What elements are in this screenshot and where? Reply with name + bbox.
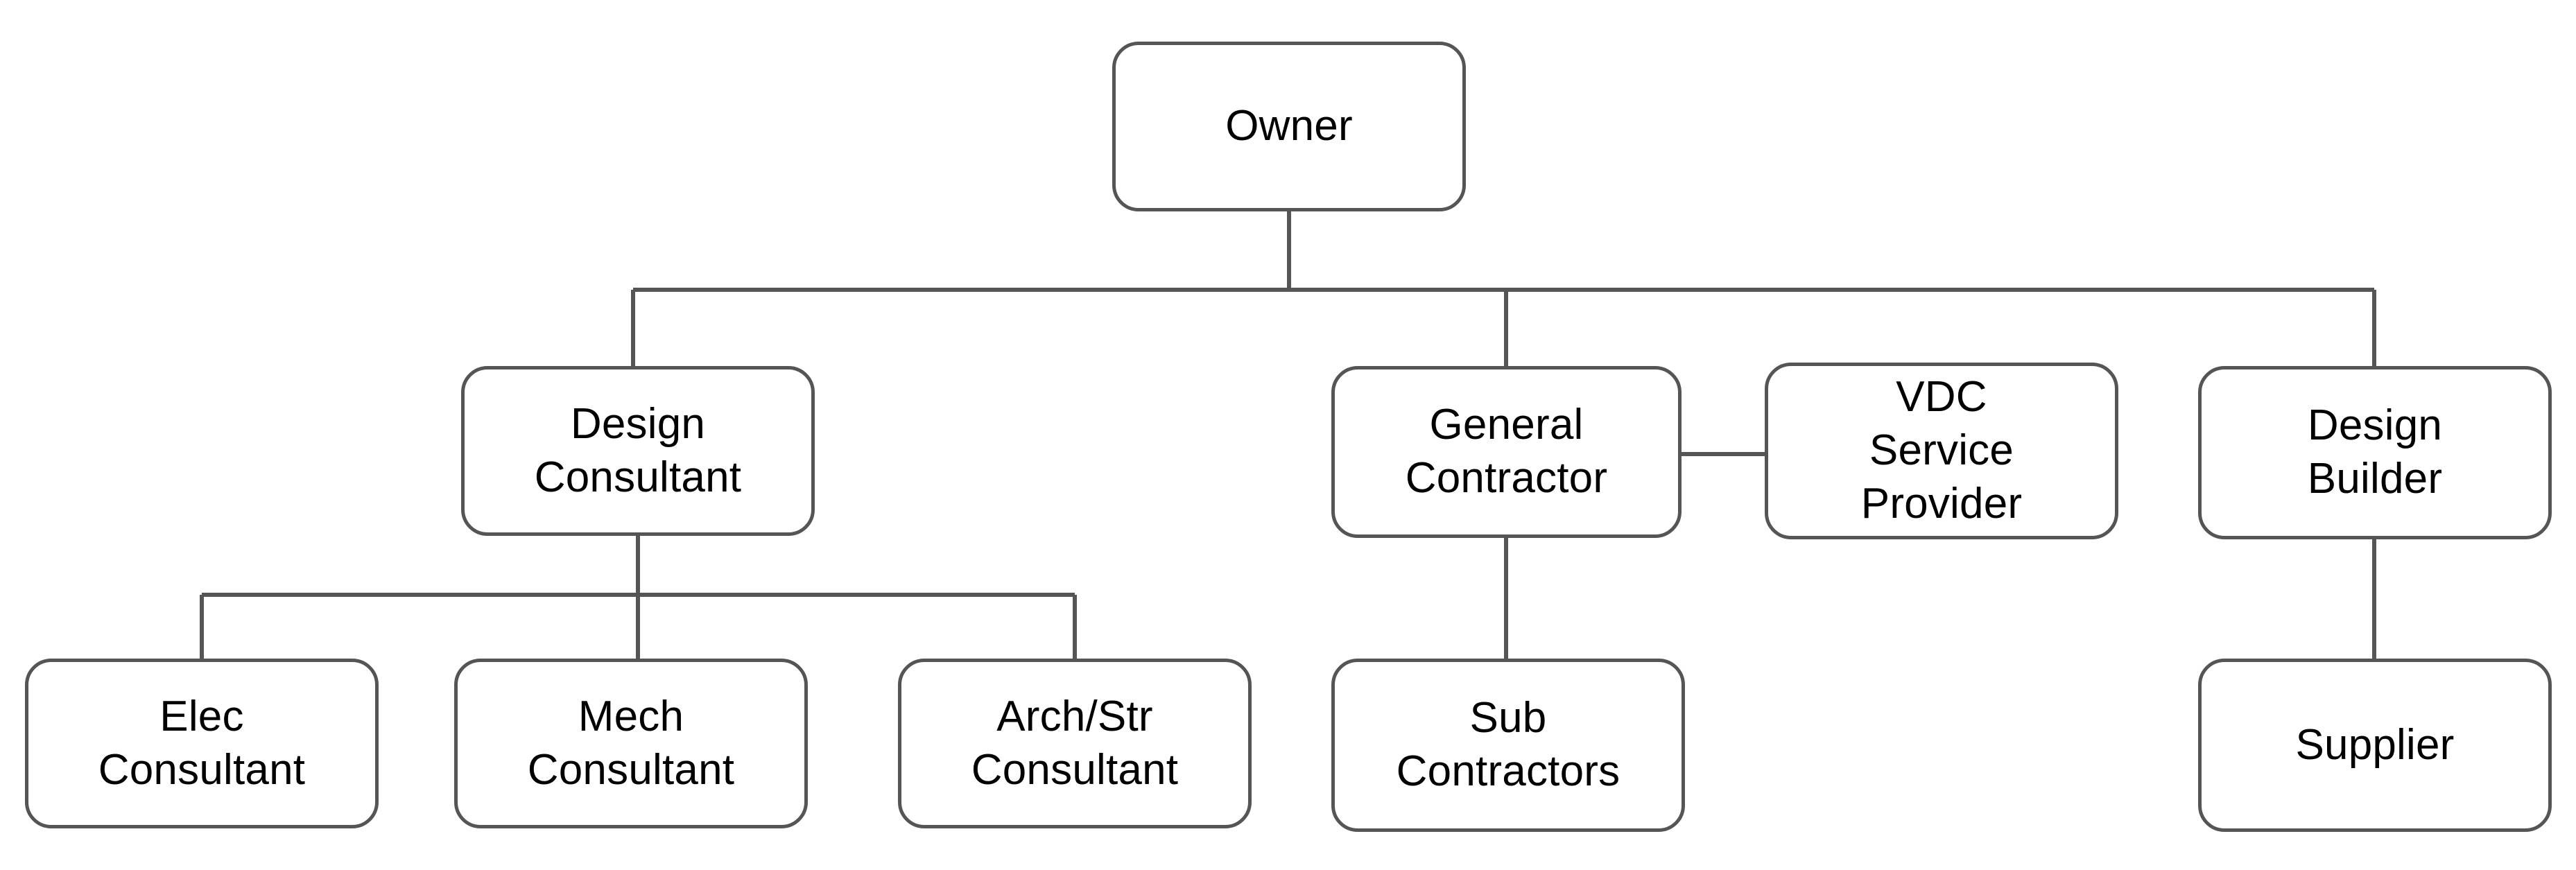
node-mech-consultant[interactable]: Mech Consultant [454, 659, 808, 828]
node-owner[interactable]: Owner [1112, 42, 1466, 211]
node-vdc-service-provider[interactable]: VDC Service Provider [1765, 363, 2118, 539]
node-design-consultant[interactable]: Design Consultant [461, 366, 815, 536]
node-general-contractor[interactable]: General Contractor [1331, 366, 1682, 538]
node-sub-contractors[interactable]: Sub Contractors [1331, 659, 1685, 832]
node-elec-consultant[interactable]: Elec Consultant [25, 659, 379, 828]
node-archstr-consultant[interactable]: Arch/Str Consultant [898, 659, 1252, 828]
node-supplier[interactable]: Supplier [2198, 659, 2552, 832]
node-design-builder[interactable]: Design Builder [2198, 366, 2552, 539]
